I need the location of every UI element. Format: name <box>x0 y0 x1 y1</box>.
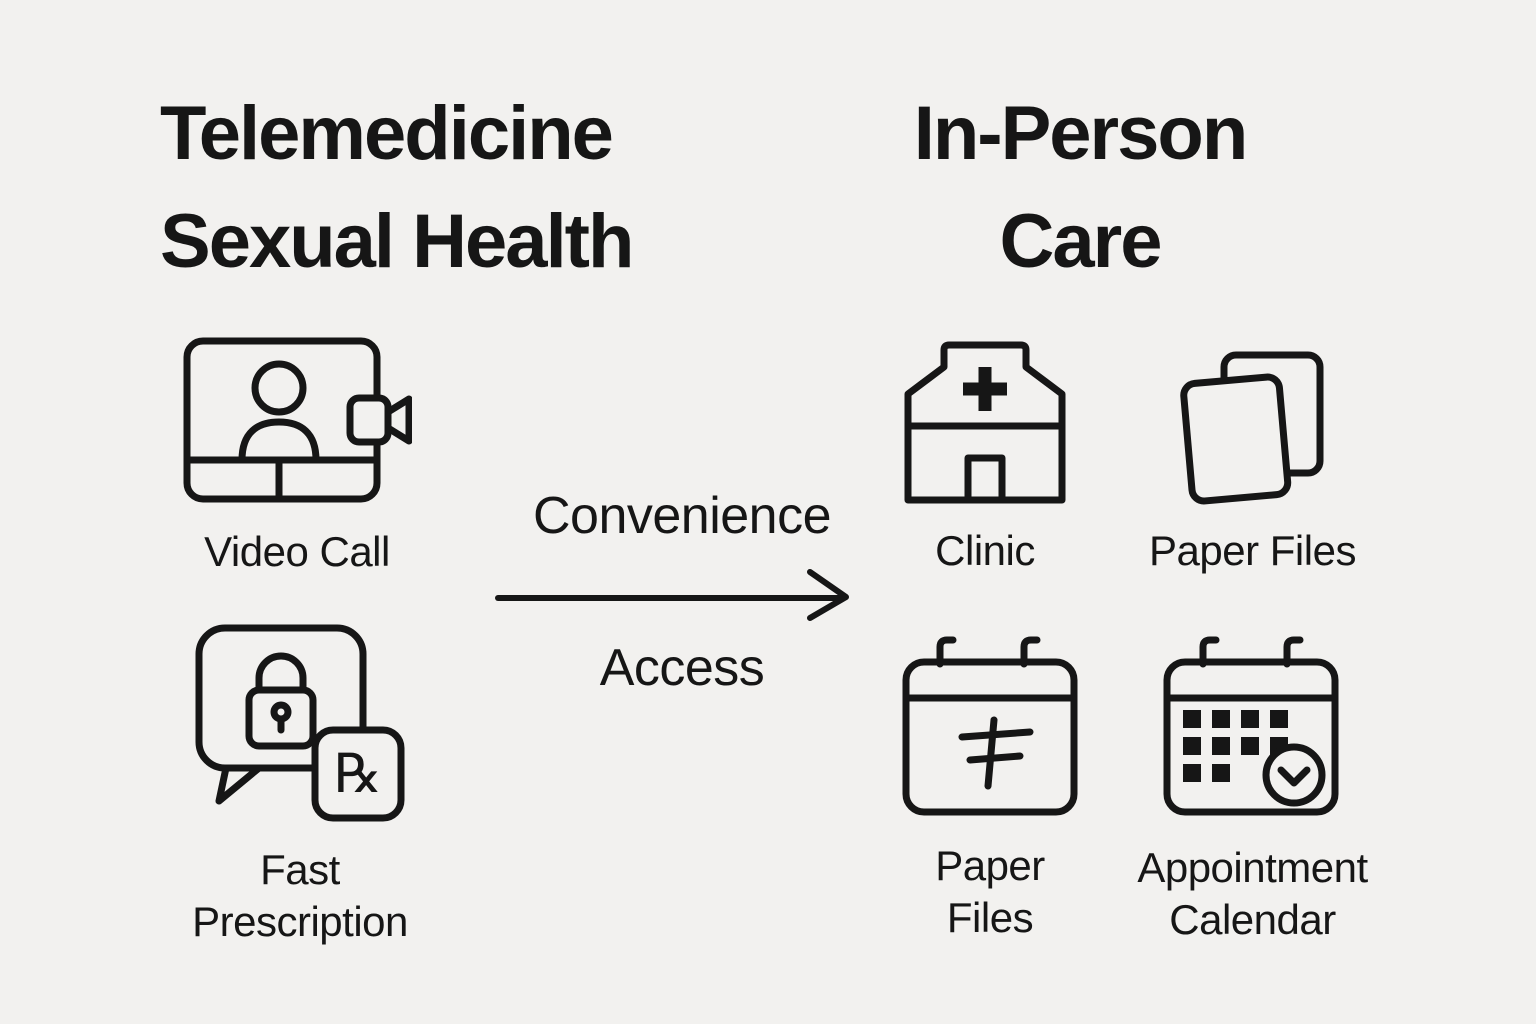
rx-symbol: ℞ <box>334 742 382 805</box>
paper-files-calendar-label: Paper Files <box>935 842 1045 941</box>
right-column-title: In-Person Care <box>880 80 1280 296</box>
paper-files-label: Paper Files <box>1149 527 1356 574</box>
connector-bottom-label: Access <box>599 639 765 697</box>
appointment-calendar-label: Appointment Calendar <box>1137 844 1368 943</box>
left-column-title: Telemedicine Sexual Health <box>160 80 634 296</box>
connector-top-label: Convenience <box>532 487 832 545</box>
appointment-calendar-item: Appointment Calendar <box>1100 634 1405 946</box>
clinic-label: Clinic <box>935 527 1035 574</box>
left-title-line1: Telemedicine <box>160 91 614 176</box>
right-arrow-icon <box>495 569 849 621</box>
right-title-line1: In-Person <box>913 91 1249 176</box>
paper-files-item: Paper Files <box>1130 350 1375 577</box>
fast-prescription-label: Fast Prescription <box>192 846 408 945</box>
left-title-line2: Sexual Health <box>160 199 634 284</box>
video-call-item: Video Call <box>157 336 437 578</box>
appointment-calendar-icon <box>1163 636 1338 816</box>
connector: Convenience Access <box>492 486 872 698</box>
clinic-item: Clinic <box>875 320 1095 577</box>
stacked-papers-icon <box>1179 351 1323 505</box>
secure-prescription-chat-icon: ℞ <box>195 624 405 822</box>
clinic-building-icon <box>904 341 1066 504</box>
video-call-icon <box>183 337 412 503</box>
calendar-document-icon <box>902 636 1078 816</box>
video-call-label: Video Call <box>204 528 390 575</box>
right-title-line2: Care <box>999 199 1163 284</box>
fast-prescription-item: ℞ Fast Prescription <box>160 624 440 948</box>
paper-files-calendar-item: Paper Files <box>880 634 1100 944</box>
